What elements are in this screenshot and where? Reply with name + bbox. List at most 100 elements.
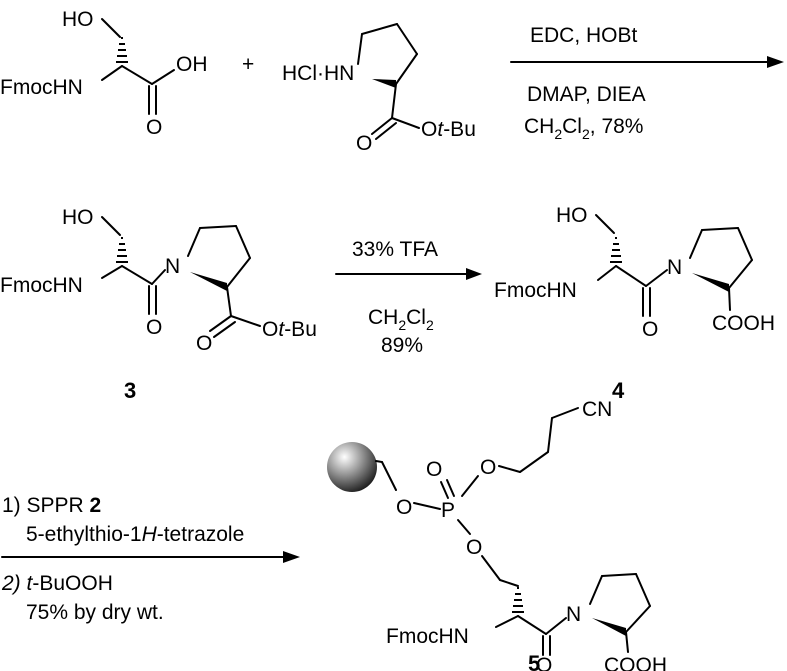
c5-ring-bond — [589, 575, 603, 605]
c5-nh-label: FmocHN — [386, 625, 469, 648]
c5-bond — [381, 461, 397, 491]
step2-arrowhead — [466, 268, 482, 280]
c5-bond — [498, 465, 521, 473]
c5-bond — [461, 475, 479, 497]
c5-bond — [495, 615, 519, 628]
ser-ho-label: HO — [62, 8, 94, 31]
c4-bond — [728, 287, 731, 311]
c5-bond — [545, 617, 567, 635]
c4-bond — [615, 265, 647, 287]
c4-ring-bond — [701, 227, 739, 231]
compound-4: HO FmocHN N O COOH 4 — [494, 204, 775, 403]
c5-bond — [547, 417, 553, 453]
c5-cn-label: CN — [582, 398, 612, 421]
ser-hash-wedge — [116, 37, 128, 63]
c3-double-bond — [213, 321, 236, 338]
c5-acid-label: COOH — [604, 654, 667, 671]
pro-ring-bond — [396, 23, 418, 55]
c3-wedge — [190, 272, 227, 291]
c3-hash-wedge — [116, 237, 128, 263]
pro-ring-bond — [361, 23, 398, 35]
pro-double-bond — [371, 117, 393, 135]
step2-line1: 33% TFA — [352, 238, 438, 261]
step1-line3: CH2Cl2, 78% — [524, 115, 643, 142]
c3-ring-bond — [226, 257, 251, 288]
c5-ring-bond — [635, 573, 651, 607]
c4-hash-wedge — [610, 237, 622, 263]
c4-ring-bond — [728, 259, 753, 289]
step3: 1) SPPR 2 5-ethylthio-1H-tetrazole 2) t-… — [1, 494, 300, 624]
step3-line3: 2) t-BuOOH — [1, 572, 113, 595]
c5-wedge — [592, 618, 626, 636]
c4-ho-label: HO — [556, 204, 588, 227]
c5-o-top-right-label: O — [480, 456, 496, 479]
c4-acid-label: COOH — [712, 312, 775, 335]
c4-nh-label: FmocHN — [494, 279, 577, 302]
pro-ring-bond — [357, 33, 363, 65]
pro-double-bond — [375, 122, 397, 140]
c3-bond — [121, 265, 153, 285]
c4-number: 4 — [612, 378, 625, 403]
pro-bond — [391, 83, 397, 119]
c5-bond — [499, 579, 519, 587]
compound-3: HO FmocHN N O O Ot-Bu 3 — [0, 206, 317, 403]
c3-number: 3 — [124, 378, 136, 403]
c5-p-label: P — [441, 499, 455, 522]
c5-po-double-bond — [446, 479, 455, 497]
plus-sign: + — [242, 53, 254, 76]
c3-bond — [101, 265, 123, 279]
ser-oh-label: OH — [176, 53, 208, 76]
pro-ring-bond — [395, 53, 418, 85]
c5-o-amide-label: O — [536, 654, 552, 671]
step1-line1: EDC, HOBt — [530, 24, 638, 47]
c3-ester-label: Ot-Bu — [262, 318, 317, 341]
c5-bond — [413, 502, 441, 510]
c3-bond — [226, 286, 232, 317]
ser-bond — [101, 18, 121, 38]
c4-wedge — [692, 273, 729, 292]
compound-5: O P O O CN O FmocHN O N — [327, 398, 667, 671]
step3-line2: 5-ethylthio-1H-tetrazole — [26, 523, 244, 546]
fmoc-serine: HO FmocHN OH O — [0, 8, 208, 139]
c3-double-bond — [209, 315, 232, 332]
c3-o-ester-label: O — [196, 332, 212, 355]
step3-line4: 75% by dry wt. — [26, 601, 164, 624]
c3-ring-bond — [187, 227, 201, 257]
c5-bond — [519, 451, 549, 473]
ser-bond — [101, 65, 123, 81]
c3-o-amide-label: O — [146, 316, 162, 339]
c3-ring-bond — [235, 225, 251, 259]
c3-nh-label: FmocHN — [0, 274, 83, 297]
c4-bond — [597, 265, 617, 281]
step1-line2: DMAP, DIEA — [527, 83, 646, 106]
c5-n-label: N — [566, 603, 581, 626]
step3-arrowhead — [283, 551, 300, 563]
c3-bond — [230, 315, 261, 327]
c5-hash-wedge — [512, 587, 524, 613]
ser-bond — [151, 69, 175, 85]
c5-bond — [625, 631, 629, 653]
pro-bond — [391, 117, 420, 129]
c5-number: 5 — [528, 651, 540, 671]
c5-o-top-left-label: O — [426, 458, 442, 481]
pro-o-label: O — [356, 132, 372, 155]
c4-o-amide-label: O — [642, 318, 658, 341]
step2: 33% TFA CH2Cl2 89% — [335, 238, 482, 357]
c3-bond — [101, 216, 121, 236]
c3-bond — [151, 269, 166, 285]
pro-wedge — [372, 79, 396, 88]
ser-o-label: O — [146, 116, 162, 139]
c4-ring-bond — [689, 229, 703, 259]
c5-o-right-label: O — [466, 536, 482, 559]
c5-bond — [375, 460, 383, 463]
ser-nh-label: FmocHN — [0, 76, 83, 99]
c5-ring-bond — [601, 573, 637, 577]
c5-bond — [517, 615, 547, 635]
step2-line2: CH2Cl2 — [368, 306, 434, 333]
pro-salt-label: HCl·HN — [282, 62, 354, 85]
pro-ester-label: Ot-Bu — [421, 118, 476, 141]
c5-bond — [481, 555, 501, 581]
step1: EDC, HOBt DMAP, DIEA CH2Cl2, 78% — [510, 24, 784, 142]
